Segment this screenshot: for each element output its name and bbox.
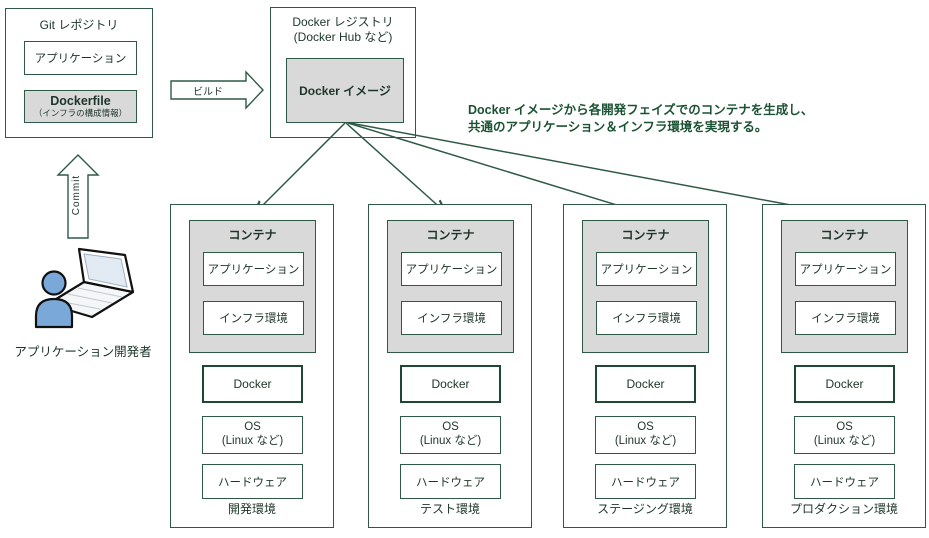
container-box: コンテナ アプリケーション インフラ環境 [189,220,316,353]
docker-image-box: Docker イメージ [286,58,404,123]
container-title: コンテナ [426,228,475,242]
environment-label: 開発環境 [227,502,276,516]
application-box: アプリケーション [203,252,304,286]
os-label-line1: OS [244,421,261,434]
hardware-box: ハードウェア [794,464,895,499]
application-box: アプリケーション [401,252,502,286]
docker-registry-title: Docker レジストリ (Docker Hub など) [271,15,415,45]
developer-label: アプリケーション開発者 [14,345,152,359]
container-box: コンテナ アプリケーション インフラ環境 [387,220,514,353]
person-with-laptop-icon [34,247,135,329]
hardware-box: ハードウェア [400,464,501,499]
environment-box-3: コンテナ アプリケーション インフラ環境 Docker OS (Linux など… [563,204,727,528]
os-label-line1: OS [836,421,853,434]
application-box: アプリケーション [24,41,137,75]
container-box: コンテナ アプリケーション インフラ環境 [582,220,709,353]
os-label-line2: (Linux など) [419,435,482,447]
docker-registry-box: Docker レジストリ (Docker Hub など) Docker イメージ [270,7,416,138]
git-repository-title: Git レポジトリ [39,18,119,32]
dockerfile-box: Dockerfile （インフラの構成情報） [24,90,137,123]
environment-label: プロダクション環境 [789,502,898,516]
hardware-box: ハードウェア [595,464,696,499]
os-label-line2: (Linux など) [813,435,876,447]
build-arrow-icon [170,70,264,110]
os-box: OS (Linux など) [794,416,895,454]
docker-box: Docker [794,365,895,403]
registry-title-line1: Docker レジストリ [292,15,394,29]
infra-box: インフラ環境 [203,301,304,335]
os-label-line1: OS [442,421,459,434]
os-box: OS (Linux など) [202,416,303,454]
infra-box: インフラ環境 [795,301,896,335]
container-title: コンテナ [621,228,670,242]
application-box: アプリケーション [795,252,896,286]
build-arrow-label: ビルド [193,87,223,98]
hardware-box: ハードウェア [202,464,303,499]
container-title: コンテナ [820,228,869,242]
registry-title-line2: (Docker Hub など) [293,30,393,44]
os-label-line1: OS [637,421,654,434]
environment-box-2: コンテナ アプリケーション インフラ環境 Docker OS (Linux など… [368,204,532,528]
infra-box: インフラ環境 [596,301,697,335]
dockerfile-note: （インフラの構成情報） [33,107,128,118]
dockerfile-label: Dockerfile [50,93,111,108]
annotation-line2: 共通のアプリケーション＆インフラ環境を実現する。 [468,120,768,134]
commit-arrow-label: Commit [71,174,82,216]
environment-label: ステージング環境 [597,502,693,516]
annotation-line1: Docker イメージから各開発フェイズでのコンテナを生成し、 [468,103,814,117]
infra-box: インフラ環境 [401,301,502,335]
os-label-line2: (Linux など) [614,435,677,447]
container-title: コンテナ [228,228,277,242]
environment-box-1: コンテナ アプリケーション インフラ環境 Docker OS (Linux など… [170,204,334,528]
os-box: OS (Linux など) [595,416,696,454]
annotation-text: Docker イメージから各開発フェイズでのコンテナを生成し、 共通のアプリケー… [468,102,813,136]
os-label-line2: (Linux など) [221,435,284,447]
git-repository-box: Git レポジトリ アプリケーション Dockerfile （インフラの構成情報… [5,8,153,138]
docker-box: Docker [202,365,303,403]
environment-label: テスト環境 [419,502,480,516]
docker-box: Docker [595,365,696,403]
container-box: コンテナ アプリケーション インフラ環境 [781,220,908,353]
environment-box-4: コンテナ アプリケーション インフラ環境 Docker OS (Linux など… [762,204,926,528]
commit-arrow-icon [56,154,100,239]
docker-box: Docker [400,365,501,403]
os-box: OS (Linux など) [400,416,501,454]
application-box: アプリケーション [596,252,697,286]
